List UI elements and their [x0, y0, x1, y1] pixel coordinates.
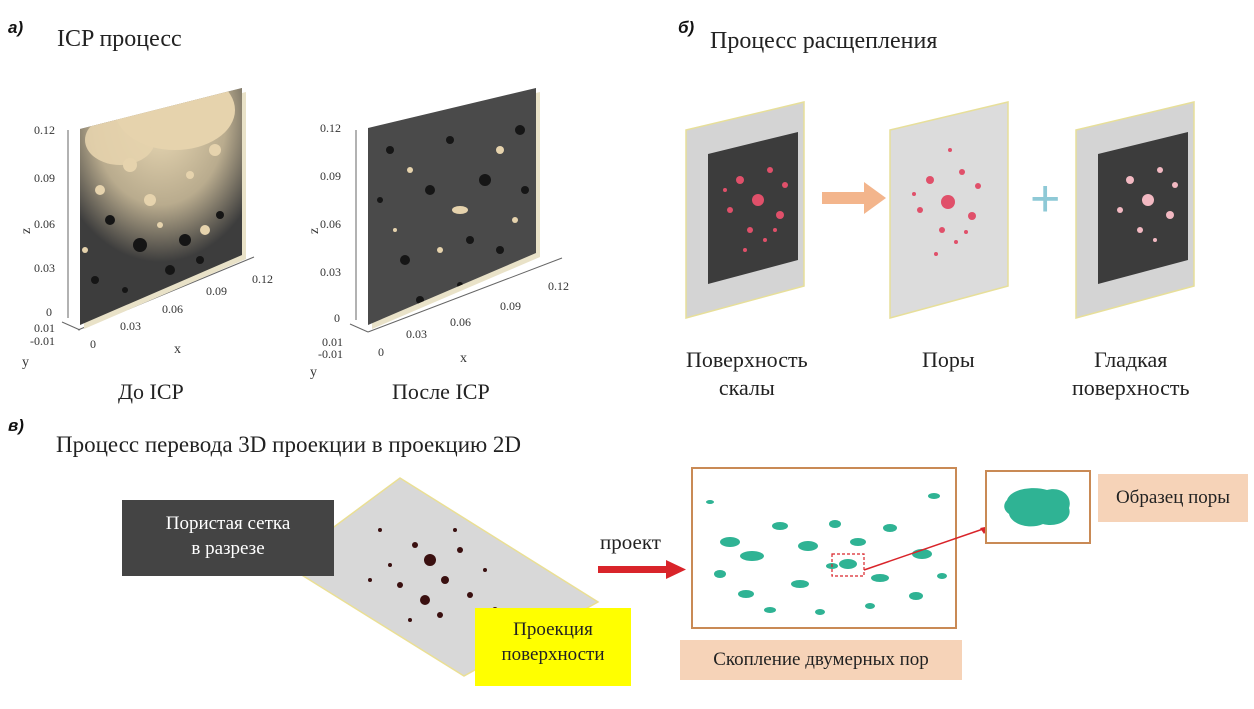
- svg-text:0.06: 0.06: [162, 302, 183, 316]
- split-arrow-icon: [864, 182, 886, 214]
- svg-text:0.03: 0.03: [120, 319, 141, 333]
- svg-text:0.12: 0.12: [252, 272, 273, 286]
- selected-pore-marker: [831, 553, 865, 577]
- caption-after-icp: После ICP: [392, 379, 490, 404]
- svg-text:0: 0: [378, 345, 384, 359]
- svg-text:-0.01: -0.01: [318, 347, 343, 361]
- panel-b-title: Процесс расщепления: [710, 28, 938, 54]
- svg-text:z: z: [19, 228, 34, 234]
- panel-a-letter: а): [8, 18, 24, 37]
- pore-sample-box: [985, 470, 1091, 544]
- plus-icon: +: [1030, 170, 1060, 228]
- svg-text:y: y: [310, 365, 317, 380]
- project-arrow-icon: [598, 560, 686, 579]
- svg-text:0.12: 0.12: [34, 123, 55, 137]
- svg-text:0.06: 0.06: [34, 217, 55, 231]
- surface-projection-label: Проекция поверхности: [475, 608, 631, 686]
- panel-c-title: Процесс перевода 3D проекции в проекцию …: [56, 432, 522, 457]
- svg-text:0.06: 0.06: [320, 217, 341, 231]
- svg-text:0.12: 0.12: [548, 279, 569, 293]
- plot-after-icp: 0.12 0.09 0.06 0.03 0 z 0 0.03 0.06 0.09…: [307, 88, 569, 380]
- caption-smooth-surface: Гладкая поверхность: [1072, 347, 1190, 400]
- svg-text:y: y: [22, 355, 29, 370]
- split-process-diagram: +: [685, 101, 1195, 319]
- svg-text:0.03: 0.03: [406, 327, 427, 341]
- project-label: проект: [600, 530, 661, 554]
- caption-rock-surface: Поверхность скалы: [686, 347, 808, 400]
- svg-text:x: x: [460, 351, 467, 366]
- panel-b-letter: б): [678, 18, 695, 37]
- svg-text:0.09: 0.09: [500, 299, 521, 313]
- rock-surface-after: [368, 88, 536, 325]
- svg-text:0.09: 0.09: [206, 284, 227, 298]
- svg-text:0: 0: [334, 311, 340, 325]
- svg-text:z: z: [307, 228, 322, 234]
- magnify-arrow-icon: [863, 526, 990, 571]
- panel-c-letter: в): [8, 416, 24, 435]
- svg-text:0.09: 0.09: [34, 171, 55, 185]
- svg-text:0.03: 0.03: [34, 261, 55, 275]
- svg-text:-0.01: -0.01: [30, 334, 55, 348]
- caption-before-icp: До ICP: [118, 379, 184, 404]
- panel-a-title: ICP процесс: [57, 26, 182, 52]
- svg-text:0.12: 0.12: [320, 121, 341, 135]
- y-axis-line: [61, 321, 81, 331]
- svg-text:0.01: 0.01: [34, 321, 55, 335]
- svg-text:0.06: 0.06: [450, 315, 471, 329]
- svg-text:0.01: 0.01: [322, 335, 343, 349]
- pore-sample-label: Образец поры: [1098, 474, 1248, 522]
- pores-card: [889, 101, 1009, 319]
- svg-text:0.03: 0.03: [320, 265, 341, 279]
- svg-text:0.09: 0.09: [320, 169, 341, 183]
- pore-cluster-2d: [691, 467, 957, 629]
- pore-sample-shape: [1004, 488, 1070, 527]
- svg-text:0: 0: [46, 305, 52, 319]
- svg-text:0: 0: [90, 337, 96, 351]
- svg-text:x: x: [174, 342, 181, 357]
- plot-before-icp: 0.12 0.09 0.06 0.03 0 z 0 0.03 0.06 0.09…: [19, 88, 273, 370]
- caption-pores: Поры: [922, 347, 975, 372]
- porous-mesh-label: Пористая сетка в разрезе: [122, 500, 334, 576]
- pore-cluster-label: Скопление двумерных пор: [680, 640, 962, 680]
